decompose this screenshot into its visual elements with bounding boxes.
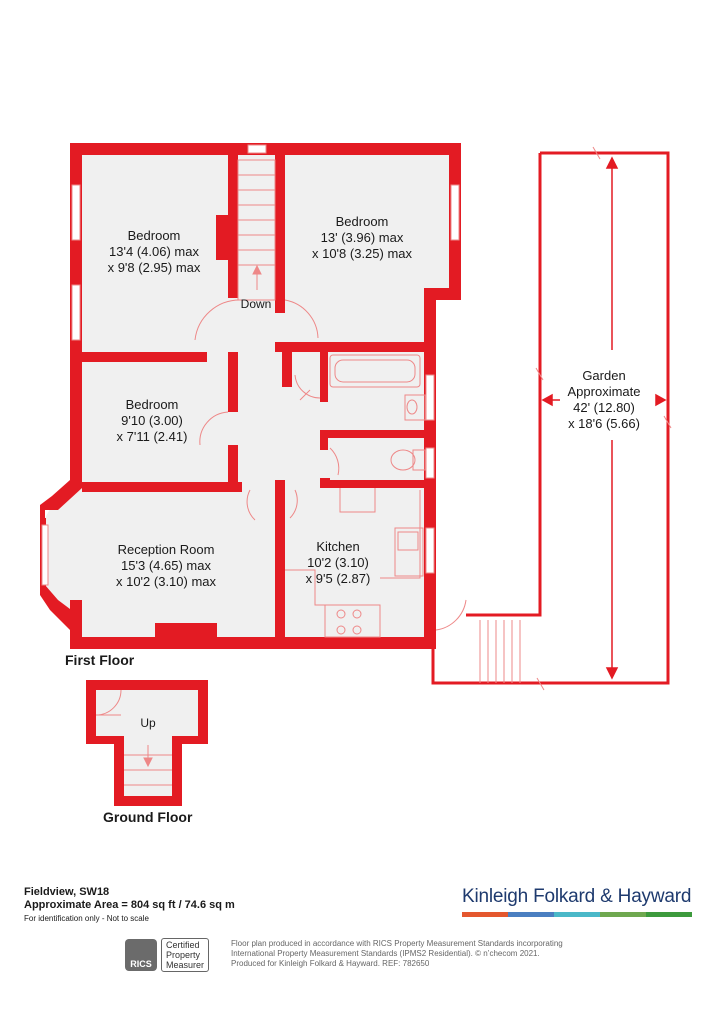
fixtures (285, 354, 426, 638)
brand-color-bar (462, 912, 692, 917)
room-garden: Garden Approximate 42' (12.80) x 18'6 (5… (568, 368, 641, 431)
windows (41, 144, 460, 586)
rics-certification: RICS Certified Property Measurer (125, 938, 210, 972)
first-floor-stairs (237, 159, 276, 301)
room-bedroom-3: Bedroom 9'10 (3.00) x 7'11 (2.41) (117, 397, 188, 444)
bedroom-1-name: Bedroom (128, 228, 181, 243)
garden-name: Garden (582, 368, 625, 383)
scale-note: For identification only - Not to scale (24, 914, 149, 923)
kitchen-dim-1: 10'2 (3.10) (307, 555, 369, 570)
stairs-up-label: Up (140, 716, 156, 730)
garden-steps (479, 620, 521, 683)
agent-name: Kinleigh Folkard & Hayward (462, 886, 692, 907)
reception-name: Reception Room (118, 542, 215, 557)
ground-floor (86, 680, 208, 806)
stairs-down-label: Down (241, 297, 272, 311)
disclaimer-line: International Property Measurement Stand… (231, 949, 540, 958)
property-area: Approximate Area = 804 sq ft / 74.6 sq m (24, 899, 235, 911)
first-floor-label: First Floor (65, 652, 135, 668)
brand-bar-segment (508, 912, 554, 917)
bedroom-1-dim-1: 13'4 (4.06) max (109, 244, 199, 259)
agent-brand: Kinleigh Folkard & Hayward (462, 886, 692, 917)
reception-dim-2: x 10'2 (3.10) max (116, 574, 217, 589)
floor-plan: Bedroom 13'4 (4.06) max x 9'8 (2.95) max… (40, 143, 672, 825)
garden-approximate: Approximate (568, 384, 641, 399)
bedroom-3-dim-1: 9'10 (3.00) (121, 413, 183, 428)
rics-badge: Certified Property Measurer (161, 938, 210, 972)
disclaimer: Floor plan produced in accordance with R… (231, 939, 611, 969)
bedroom-2-dim-1: 13' (3.96) max (321, 230, 404, 245)
ground-floor-label: Ground Floor (103, 809, 193, 825)
rics-badge-line: Measurer (166, 960, 205, 970)
garden-dimension-arrows (541, 156, 667, 680)
bedroom-1-dim-2: x 9'8 (2.95) max (108, 260, 201, 275)
room-bedroom-1: Bedroom 13'4 (4.06) max x 9'8 (2.95) max (108, 228, 201, 275)
property-info: Fieldview, SW18 Approximate Area = 804 s… (24, 886, 235, 926)
disclaimer-line: Floor plan produced in accordance with R… (231, 939, 563, 948)
bedroom-2-dim-2: x 10'8 (3.25) max (312, 246, 413, 261)
kitchen-dim-2: x 9'5 (2.87) (306, 571, 371, 586)
rics-logo: RICS (125, 939, 157, 971)
property-address: Fieldview, SW18 (24, 886, 110, 898)
garden-dim-2: x 18'6 (5.66) (568, 416, 640, 431)
brand-bar-segment (462, 912, 508, 917)
reception-dim-1: 15'3 (4.65) max (121, 558, 211, 573)
garden-dim-1: 42' (12.80) (573, 400, 635, 415)
doors (194, 299, 467, 631)
brand-bar-segment (554, 912, 600, 917)
brand-bar-segment (600, 912, 646, 917)
kitchen-name: Kitchen (316, 539, 359, 554)
bedroom-3-dim-2: x 7'11 (2.41) (117, 429, 188, 444)
rics-badge-line: Property (166, 950, 201, 960)
disclaimer-line: Produced for Kinleigh Folkard & Hayward.… (231, 959, 430, 968)
bedroom-2-name: Bedroom (336, 214, 389, 229)
garden-tick-marks (535, 146, 672, 691)
garden-outline (431, 151, 670, 685)
room-reception: Reception Room 15'3 (4.65) max x 10'2 (3… (116, 542, 217, 589)
bedroom-3-name: Bedroom (126, 397, 179, 412)
first-floor-fill (45, 150, 457, 645)
room-kitchen: Kitchen 10'2 (3.10) x 9'5 (2.87) (306, 539, 371, 586)
rics-badge-line: Certified (166, 940, 200, 950)
brand-bar-segment (646, 912, 692, 917)
room-bedroom-2: Bedroom 13' (3.96) max x 10'8 (3.25) max (312, 214, 413, 261)
